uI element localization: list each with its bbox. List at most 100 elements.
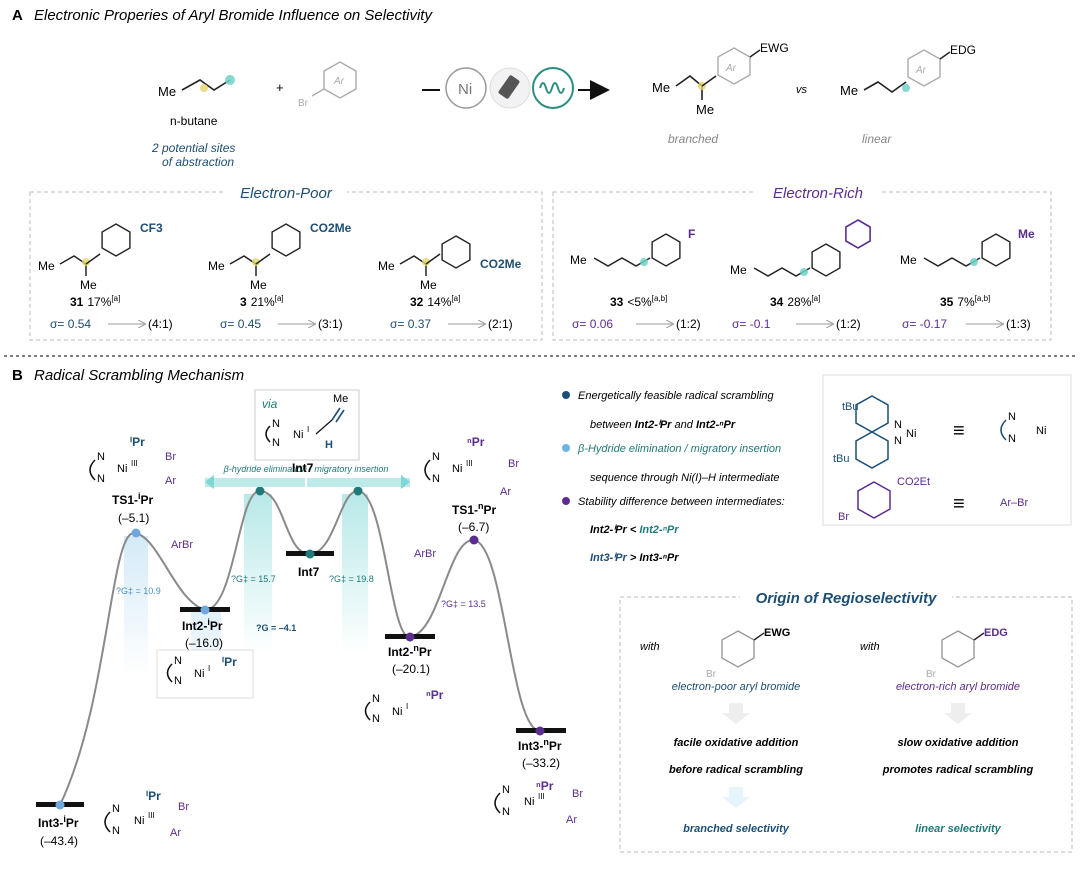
ligand-ni: Ni bbox=[906, 428, 916, 440]
right-l2: promotes radical scrambling bbox=[882, 764, 1034, 776]
with-left: with bbox=[640, 641, 660, 653]
barrier-labels: ?G‡ = 10.9 ?G‡ = 15.7 ?G = –4.1 ?G‡ = 19… bbox=[116, 539, 486, 633]
note3-line1: Stability difference between intermediat… bbox=[578, 496, 785, 508]
svg-text:Ni: Ni bbox=[134, 815, 144, 827]
compound-me: Me bbox=[900, 253, 917, 267]
linear-me: Me bbox=[840, 83, 858, 98]
barrier-4: ?G‡ = 19.8 bbox=[329, 574, 374, 584]
plus-sign: + bbox=[276, 80, 284, 95]
band-arrows: β-hydride elimination / migratory insert… bbox=[205, 464, 410, 489]
svg-text:ⁱPr: ⁱPr bbox=[146, 789, 161, 803]
svg-text:N: N bbox=[272, 418, 280, 430]
svg-text:Ar: Ar bbox=[165, 475, 176, 487]
left-l2: before radical scrambling bbox=[669, 764, 803, 776]
branched-me1: Me bbox=[652, 80, 670, 95]
svg-text:Ni: Ni bbox=[117, 463, 127, 475]
svg-text:III: III bbox=[148, 811, 155, 820]
barrier-2: ?G‡ = 15.7 bbox=[231, 574, 276, 584]
ligand-n2: N bbox=[894, 435, 902, 447]
svg-text:N: N bbox=[372, 693, 380, 705]
ligand-n1: N bbox=[894, 419, 902, 431]
svg-text:N: N bbox=[174, 675, 182, 687]
sites-line1: 2 potential sites bbox=[151, 141, 235, 155]
electron-poor-box bbox=[29, 191, 543, 341]
ts1-ipr-energy: (–5.1) bbox=[118, 511, 149, 525]
sigma-value: σ= 0.45 bbox=[220, 317, 261, 331]
svg-text:I: I bbox=[208, 664, 210, 673]
svg-text:III: III bbox=[131, 459, 138, 468]
svg-text:N: N bbox=[372, 713, 380, 725]
ewg-label: EWG bbox=[764, 627, 790, 639]
ar-br: Ar–Br bbox=[1000, 497, 1028, 509]
compound-substituent: Me bbox=[1018, 227, 1035, 241]
svg-text:N: N bbox=[97, 473, 105, 485]
equiv-2: ≡ bbox=[953, 493, 965, 515]
barrier-5: ?G‡ = 13.5 bbox=[441, 599, 486, 609]
ratio-value: (4:1) bbox=[148, 317, 173, 331]
small-ni: Ni bbox=[1036, 425, 1046, 437]
arbr-left: ArBr bbox=[171, 539, 193, 551]
svg-text:H: H bbox=[325, 439, 333, 451]
electron-rich-box bbox=[552, 191, 1052, 341]
n-butane-label: n-butane bbox=[170, 114, 218, 128]
svg-text:I: I bbox=[406, 702, 408, 711]
int3-npr-energy: (–33.2) bbox=[522, 756, 560, 770]
linear-label: linear bbox=[862, 132, 892, 146]
svg-text:Ar: Ar bbox=[500, 486, 511, 498]
equiv-1: ≡ bbox=[953, 420, 965, 442]
int3-npr-label: Int3-nPr bbox=[518, 737, 562, 753]
svg-text:ⁱPr: ⁱPr bbox=[130, 435, 145, 449]
butane-structure: Me n-butane 2 potential sites of abstrac… bbox=[151, 75, 235, 169]
svg-text:Br: Br bbox=[508, 458, 519, 470]
svg-text:Br: Br bbox=[178, 801, 189, 813]
ligand-box: tBu N N Ni tBu ≡ N N Ni CO2Et Br ≡ Ar–Br bbox=[822, 374, 1072, 526]
svg-text:N: N bbox=[272, 437, 280, 449]
svg-text:Me: Me bbox=[333, 393, 348, 405]
branched-me2: Me bbox=[696, 102, 714, 117]
svg-text:ⁿPr: ⁿPr bbox=[467, 435, 485, 449]
int7-box-label: Int7 bbox=[292, 461, 314, 475]
svg-text:N: N bbox=[502, 806, 510, 818]
sigma-value: σ= 0.54 bbox=[50, 317, 91, 331]
compound-me1: Me bbox=[38, 259, 55, 273]
compound-label: 33<5%[a,b] bbox=[610, 294, 667, 309]
left-l1: facile oxidative addition bbox=[674, 737, 799, 749]
state-labels: TS1-iPr (–5.1) Int2-iPr (–16.0) Int7 Int… bbox=[38, 491, 562, 848]
ts1-npr-energy: (–6.7) bbox=[458, 520, 489, 534]
int2-npr-label: Int2-nPr bbox=[388, 643, 432, 659]
svg-text:ⁱPr: ⁱPr bbox=[222, 655, 237, 669]
compound-substituent: CF3 bbox=[140, 221, 163, 235]
ar-label: Ar bbox=[333, 76, 345, 87]
br-right: Br bbox=[926, 669, 937, 680]
tbu-2: tBu bbox=[833, 453, 850, 465]
svg-text:N: N bbox=[432, 473, 440, 485]
svg-text:Br: Br bbox=[165, 451, 176, 463]
barrier-1: ?G‡ = 10.9 bbox=[116, 586, 161, 596]
br-left: Br bbox=[706, 669, 717, 680]
aryl-bromide-reactant: Ar Br bbox=[298, 61, 357, 109]
right-desc: electron-rich aryl bromide bbox=[896, 681, 1020, 693]
sigma-value: σ= -0.1 bbox=[732, 317, 771, 331]
panel-b-letter: B bbox=[12, 367, 23, 384]
svg-text:N: N bbox=[97, 451, 105, 463]
sigma-value: σ= 0.06 bbox=[572, 317, 613, 331]
branched-ewg: EWG bbox=[760, 41, 789, 55]
sigma-value: σ= 0.37 bbox=[390, 317, 431, 331]
panel-b-title: Radical Scrambling Mechanism bbox=[34, 367, 244, 384]
svg-text:N: N bbox=[174, 655, 182, 667]
ratio-value: (1:3) bbox=[1006, 317, 1031, 331]
compound-me2: Me bbox=[80, 278, 97, 292]
note1-line2: between Int2-ⁱPr and Int2-ⁿPr bbox=[590, 419, 736, 431]
compound-me: Me bbox=[570, 253, 587, 267]
ni-catalyst: Ni bbox=[458, 81, 472, 98]
state-dots bbox=[55, 486, 545, 810]
